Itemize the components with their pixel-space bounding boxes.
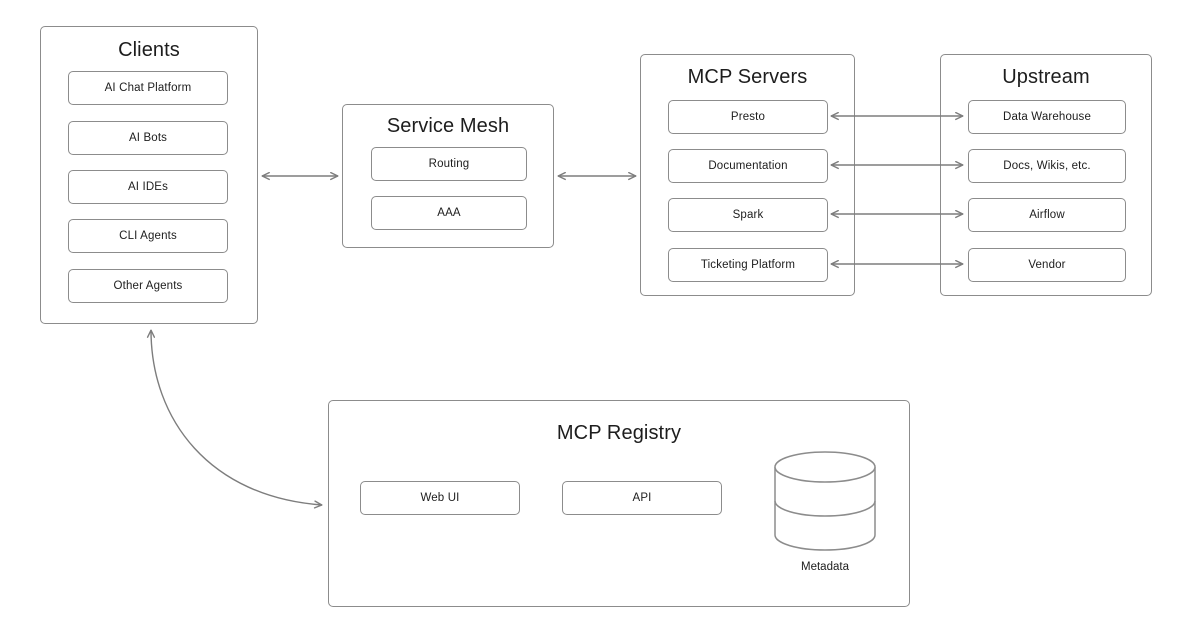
node-ai-chat-platform[interactable]: AI Chat Platform bbox=[68, 71, 228, 105]
node-airflow[interactable]: Airflow bbox=[968, 198, 1126, 232]
node-ai-ides[interactable]: AI IDEs bbox=[68, 170, 228, 204]
group-upstream-title: Upstream bbox=[1002, 66, 1090, 88]
node-routing[interactable]: Routing bbox=[371, 147, 527, 181]
group-upstream[interactable]: Upstream Data Warehouse Docs, Wikis, etc… bbox=[940, 54, 1152, 296]
node-cli-agents[interactable]: CLI Agents bbox=[68, 219, 228, 253]
node-data-warehouse[interactable]: Data Warehouse bbox=[968, 100, 1126, 134]
connector-registry-to-clients bbox=[151, 330, 322, 505]
datastore-metadata-label: Metadata bbox=[801, 561, 849, 573]
group-service-mesh-title: Service Mesh bbox=[386, 115, 510, 137]
group-service-mesh[interactable]: Service Mesh Routing AAA bbox=[342, 104, 554, 248]
group-mcp-registry[interactable]: MCP Registry Web UI API Metadata bbox=[328, 400, 910, 607]
node-documentation[interactable]: Documentation bbox=[668, 149, 828, 183]
node-presto[interactable]: Presto bbox=[668, 100, 828, 134]
group-clients-title: Clients bbox=[118, 39, 180, 61]
group-mcp-servers[interactable]: MCP Servers Presto Documentation Spark T… bbox=[640, 54, 855, 296]
node-web-ui[interactable]: Web UI bbox=[360, 481, 520, 515]
node-vendor[interactable]: Vendor bbox=[968, 248, 1126, 282]
group-clients[interactable]: Clients AI Chat Platform AI Bots AI IDEs… bbox=[40, 26, 258, 324]
node-ticketing-platform[interactable]: Ticketing Platform bbox=[668, 248, 828, 282]
node-other-agents[interactable]: Other Agents bbox=[68, 269, 228, 303]
group-mcp-registry-title: MCP Registry bbox=[556, 422, 682, 444]
node-api[interactable]: API bbox=[562, 481, 722, 515]
node-spark[interactable]: Spark bbox=[668, 198, 828, 232]
node-aaa[interactable]: AAA bbox=[371, 196, 527, 230]
node-docs-wikis[interactable]: Docs, Wikis, etc. bbox=[968, 149, 1126, 183]
cylinder-icon bbox=[774, 451, 876, 551]
node-ai-bots[interactable]: AI Bots bbox=[68, 121, 228, 155]
group-mcp-servers-title: MCP Servers bbox=[687, 66, 808, 88]
datastore-metadata[interactable] bbox=[769, 449, 881, 553]
